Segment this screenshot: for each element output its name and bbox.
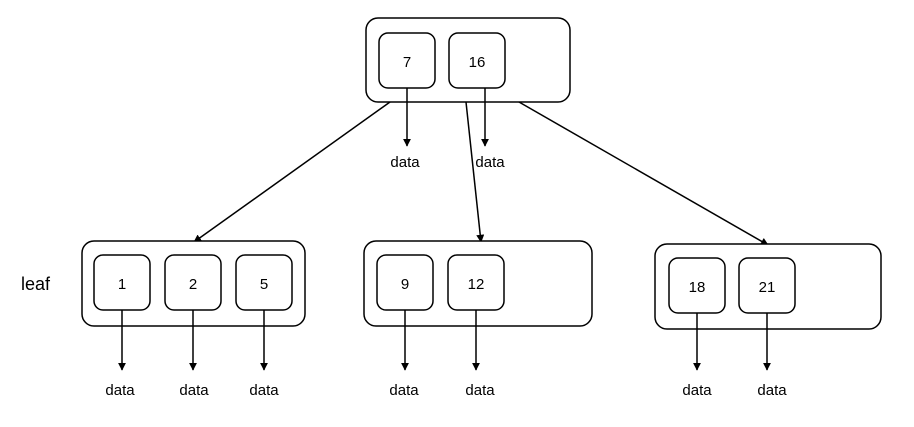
- data-label: data: [390, 154, 420, 171]
- leaf-key-cell: 1: [93, 254, 151, 311]
- key-label: 12: [468, 276, 485, 293]
- root-node: 7 16: [365, 17, 571, 103]
- key-label: 21: [759, 279, 776, 296]
- leaf-node: 18 21: [654, 243, 882, 330]
- leaf-key-cell: 9: [376, 254, 434, 311]
- key-label: 1: [118, 276, 126, 293]
- data-label: data: [475, 154, 505, 171]
- key-label: 7: [403, 54, 411, 71]
- key-label: 9: [401, 276, 409, 293]
- data-label: data: [249, 382, 279, 399]
- data-label: data: [757, 382, 787, 399]
- leaf-key-cell: 2: [164, 254, 222, 311]
- data-label: data: [682, 382, 712, 399]
- leaf-node: 9 12: [363, 240, 593, 327]
- root-key-cell: 16: [448, 32, 506, 89]
- data-label: data: [465, 382, 495, 399]
- key-label: 18: [689, 279, 706, 296]
- leaf-key-cell: 12: [447, 254, 505, 311]
- child-pointer-arrow: [518, 101, 769, 246]
- data-label: data: [179, 382, 209, 399]
- data-label: data: [389, 382, 419, 399]
- root-key-cell: 7: [378, 32, 436, 89]
- data-label: data: [105, 382, 135, 399]
- leaf-key-cell: 21: [738, 257, 796, 314]
- leaf-key-cell: 5: [235, 254, 293, 311]
- key-label: 5: [260, 276, 268, 293]
- key-label: 2: [189, 276, 197, 293]
- leaf-key-cell: 18: [668, 257, 726, 314]
- key-label: 16: [469, 54, 486, 71]
- leaf-label: leaf: [21, 274, 51, 294]
- child-pointer-arrow: [465, 101, 485, 243]
- child-pointer-arrow: [193, 101, 391, 243]
